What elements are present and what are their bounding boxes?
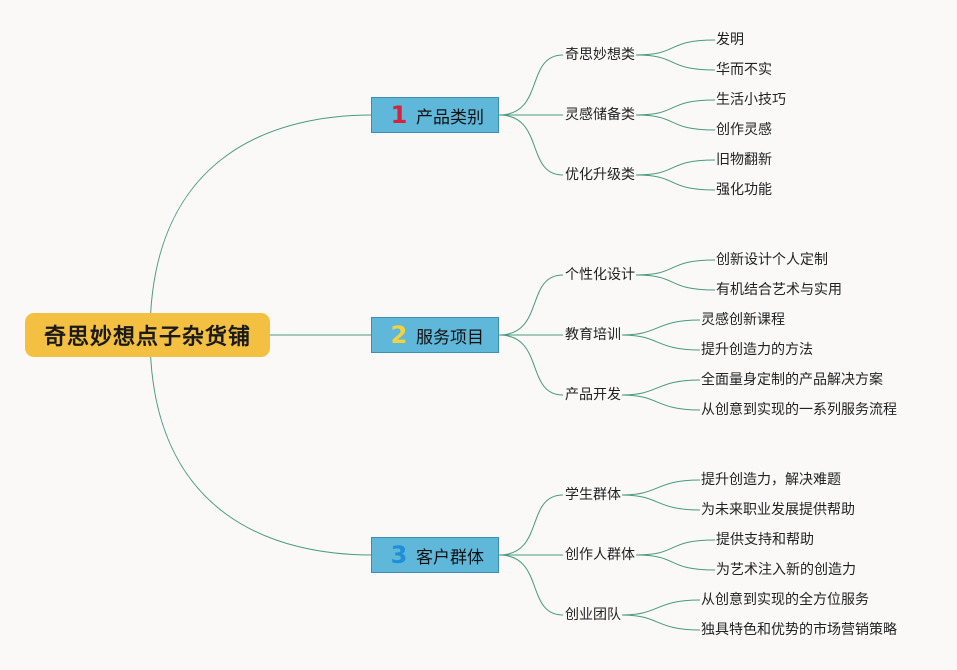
leaf-node[interactable]: 从创意到实现的一系列服务流程 [701, 402, 897, 418]
leaf-node[interactable]: 灵感创新课程 [701, 312, 785, 328]
leaf-node[interactable]: 提升创造力，解决难题 [701, 472, 841, 488]
leaf-node[interactable]: 提升创造力的方法 [701, 342, 813, 358]
subtopic-node[interactable]: 优化升级类 [565, 167, 635, 183]
root-node[interactable]: 奇思妙想点子杂货铺 [25, 313, 270, 357]
leaf-node[interactable]: 为未来职业发展提供帮助 [701, 502, 855, 518]
category-label: 服务项目 [416, 327, 484, 348]
category-node-customers[interactable]: 3 客户群体 [371, 537, 499, 573]
leaf-node[interactable]: 有机结合艺术与实用 [716, 282, 842, 298]
leaf-node[interactable]: 强化功能 [716, 182, 772, 198]
leaf-node[interactable]: 独具特色和优势的市场营销策略 [701, 622, 897, 638]
subtopic-node[interactable]: 奇思妙想类 [565, 47, 635, 63]
category-label: 客户群体 [416, 547, 484, 568]
leaf-node[interactable]: 提供支持和帮助 [716, 532, 814, 548]
subtopic-node[interactable]: 学生群体 [565, 487, 621, 503]
leaf-node[interactable]: 从创意到实现的全方位服务 [701, 592, 869, 608]
category-label: 产品类别 [416, 107, 484, 128]
leaf-node[interactable]: 创作灵感 [716, 122, 772, 138]
leaf-node[interactable]: 全面量身定制的产品解决方案 [701, 372, 883, 388]
leaf-node[interactable]: 创新设计个人定制 [716, 252, 828, 268]
leaf-node[interactable]: 发明 [716, 32, 744, 48]
subtopic-node[interactable]: 教育培训 [565, 327, 621, 343]
category-node-services[interactable]: 2 服务项目 [371, 317, 499, 353]
category-number: 3 [390, 541, 408, 569]
subtopic-node[interactable]: 个性化设计 [565, 267, 635, 283]
subtopic-node[interactable]: 创作人群体 [565, 547, 635, 563]
category-number: 2 [390, 321, 408, 349]
leaf-node[interactable]: 为艺术注入新的创造力 [716, 562, 856, 578]
category-node-products[interactable]: 1 产品类别 [371, 97, 499, 133]
subtopic-node[interactable]: 创业团队 [565, 607, 621, 623]
leaf-node[interactable]: 华而不实 [716, 62, 772, 78]
subtopic-node[interactable]: 灵感储备类 [565, 107, 635, 123]
leaf-node[interactable]: 生活小技巧 [716, 92, 786, 108]
category-number: 1 [390, 101, 408, 129]
subtopic-node[interactable]: 产品开发 [565, 387, 621, 403]
leaf-node[interactable]: 旧物翻新 [716, 152, 772, 168]
